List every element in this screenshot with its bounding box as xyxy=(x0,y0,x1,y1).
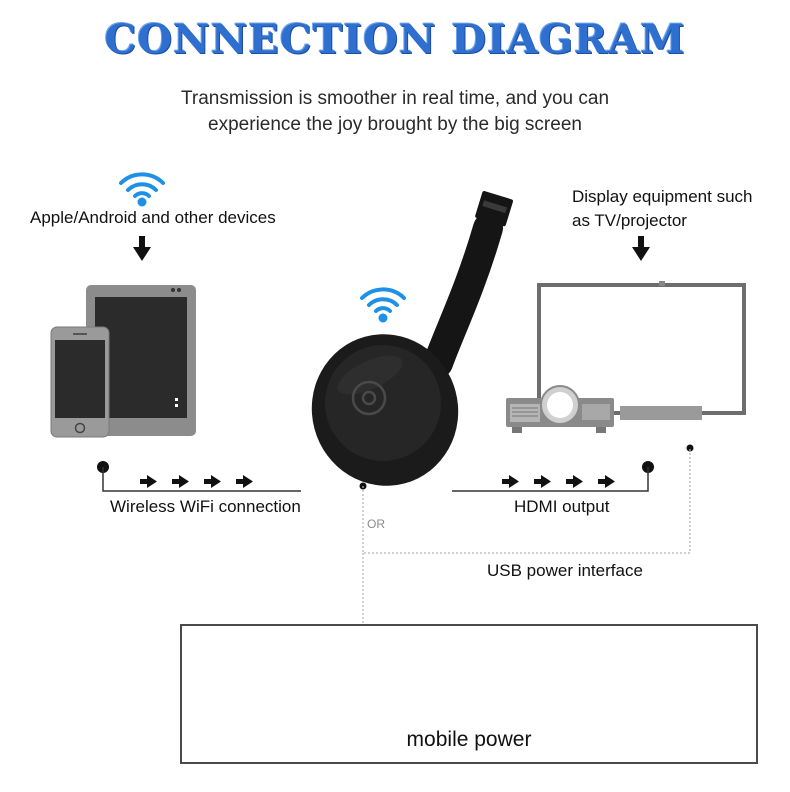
subtitle-line-1: Transmission is smoother in real time, a… xyxy=(180,88,610,109)
arrow-right-icon xyxy=(204,475,221,488)
arrow-right-icon xyxy=(236,475,253,488)
mobile-power-label: mobile power xyxy=(406,728,532,751)
wifi-icon xyxy=(119,172,165,207)
arrow-right-icon xyxy=(534,475,551,488)
or-label: OR xyxy=(367,517,385,531)
wifi-icon xyxy=(360,287,406,323)
subtitle-line-2: experience the joy brought by the big sc… xyxy=(208,114,582,135)
arrow-right-icon xyxy=(172,475,189,488)
usb-power-label: USB power interface xyxy=(487,561,643,580)
wifi-connection-line xyxy=(97,461,301,492)
devices-label: Apple/Android and other devices xyxy=(30,208,276,227)
tablet xyxy=(86,285,196,436)
page-subtitle: Transmission is smoother in real time, a… xyxy=(0,86,790,138)
wifi-connection-label: Wireless WiFi connection xyxy=(110,497,301,516)
arrow-right-icon xyxy=(502,475,519,488)
display-equipment-label: Display equipment such as TV/projector xyxy=(572,185,752,233)
display-label-line-1: Display equipment such xyxy=(572,187,753,206)
display-label-line-2: as TV/projector xyxy=(572,211,687,230)
mobile-power-box xyxy=(180,624,758,764)
hdmi-output-label: HDMI output xyxy=(514,497,610,516)
arrow-right-icon xyxy=(140,475,157,488)
projector xyxy=(506,385,614,433)
arrow-down-icon xyxy=(133,236,151,261)
arrow-right-icon xyxy=(598,475,615,488)
cast-dongle xyxy=(311,191,513,486)
page-title: CONNECTION DIAGRAM xyxy=(104,16,686,63)
arrow-down-icon xyxy=(632,236,650,261)
usb-power-line xyxy=(359,444,694,624)
arrow-right-icon xyxy=(566,475,583,488)
hdmi-output-line xyxy=(452,461,654,492)
smartphone xyxy=(50,326,110,438)
